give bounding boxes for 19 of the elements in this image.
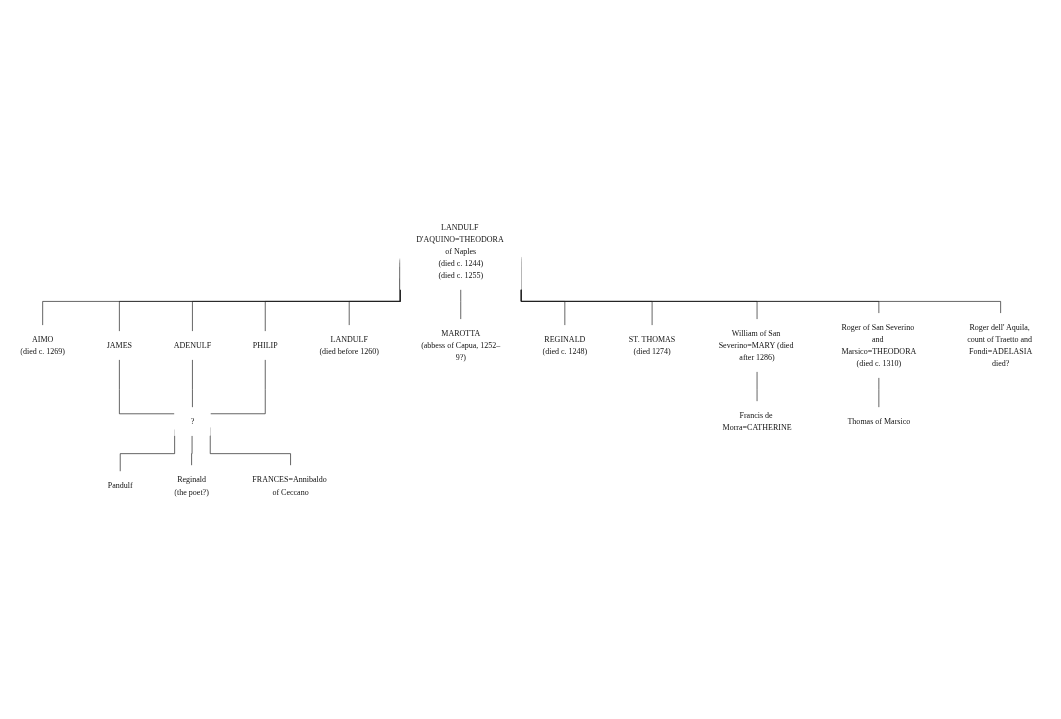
node-text: REGINALD (died c. 1248) — [542, 335, 588, 356]
node-text: ST. THOMAS (died 1274) — [628, 335, 676, 356]
node-text: Francis de Morra=CATHERINE — [722, 411, 792, 432]
node-text: Roger of San Severino and Marsico=THEODORA (died c. 1310) — [841, 323, 917, 368]
node-text: Roger dell' Aquila, count of Traetto and Fondi=ADELASIA died? — [967, 323, 1033, 368]
node-text: FRANCES=Annibaldo of Ceccano — [252, 475, 327, 496]
node-text: PHILIP — [252, 341, 278, 350]
node-text: Pandulf — [107, 481, 133, 490]
node-text: Thomas of Marsico — [847, 417, 911, 426]
connector — [192, 359, 193, 408]
node-text: LANDULF (died before 1260) — [319, 335, 380, 356]
node-text: JAMES — [106, 341, 133, 350]
node-text: ADENULF — [173, 341, 212, 350]
node-text: AIMO (died c. 1269) — [20, 335, 66, 356]
connector — [191, 435, 193, 466]
connector — [119, 359, 175, 415]
node-text: MAROTTA (abbess of Capua, 1252–9?) — [421, 329, 501, 362]
node-text: William of San Severino=MARY (died after 1286) — [718, 329, 794, 362]
node-text: Reginald (the poet?) — [174, 475, 209, 496]
